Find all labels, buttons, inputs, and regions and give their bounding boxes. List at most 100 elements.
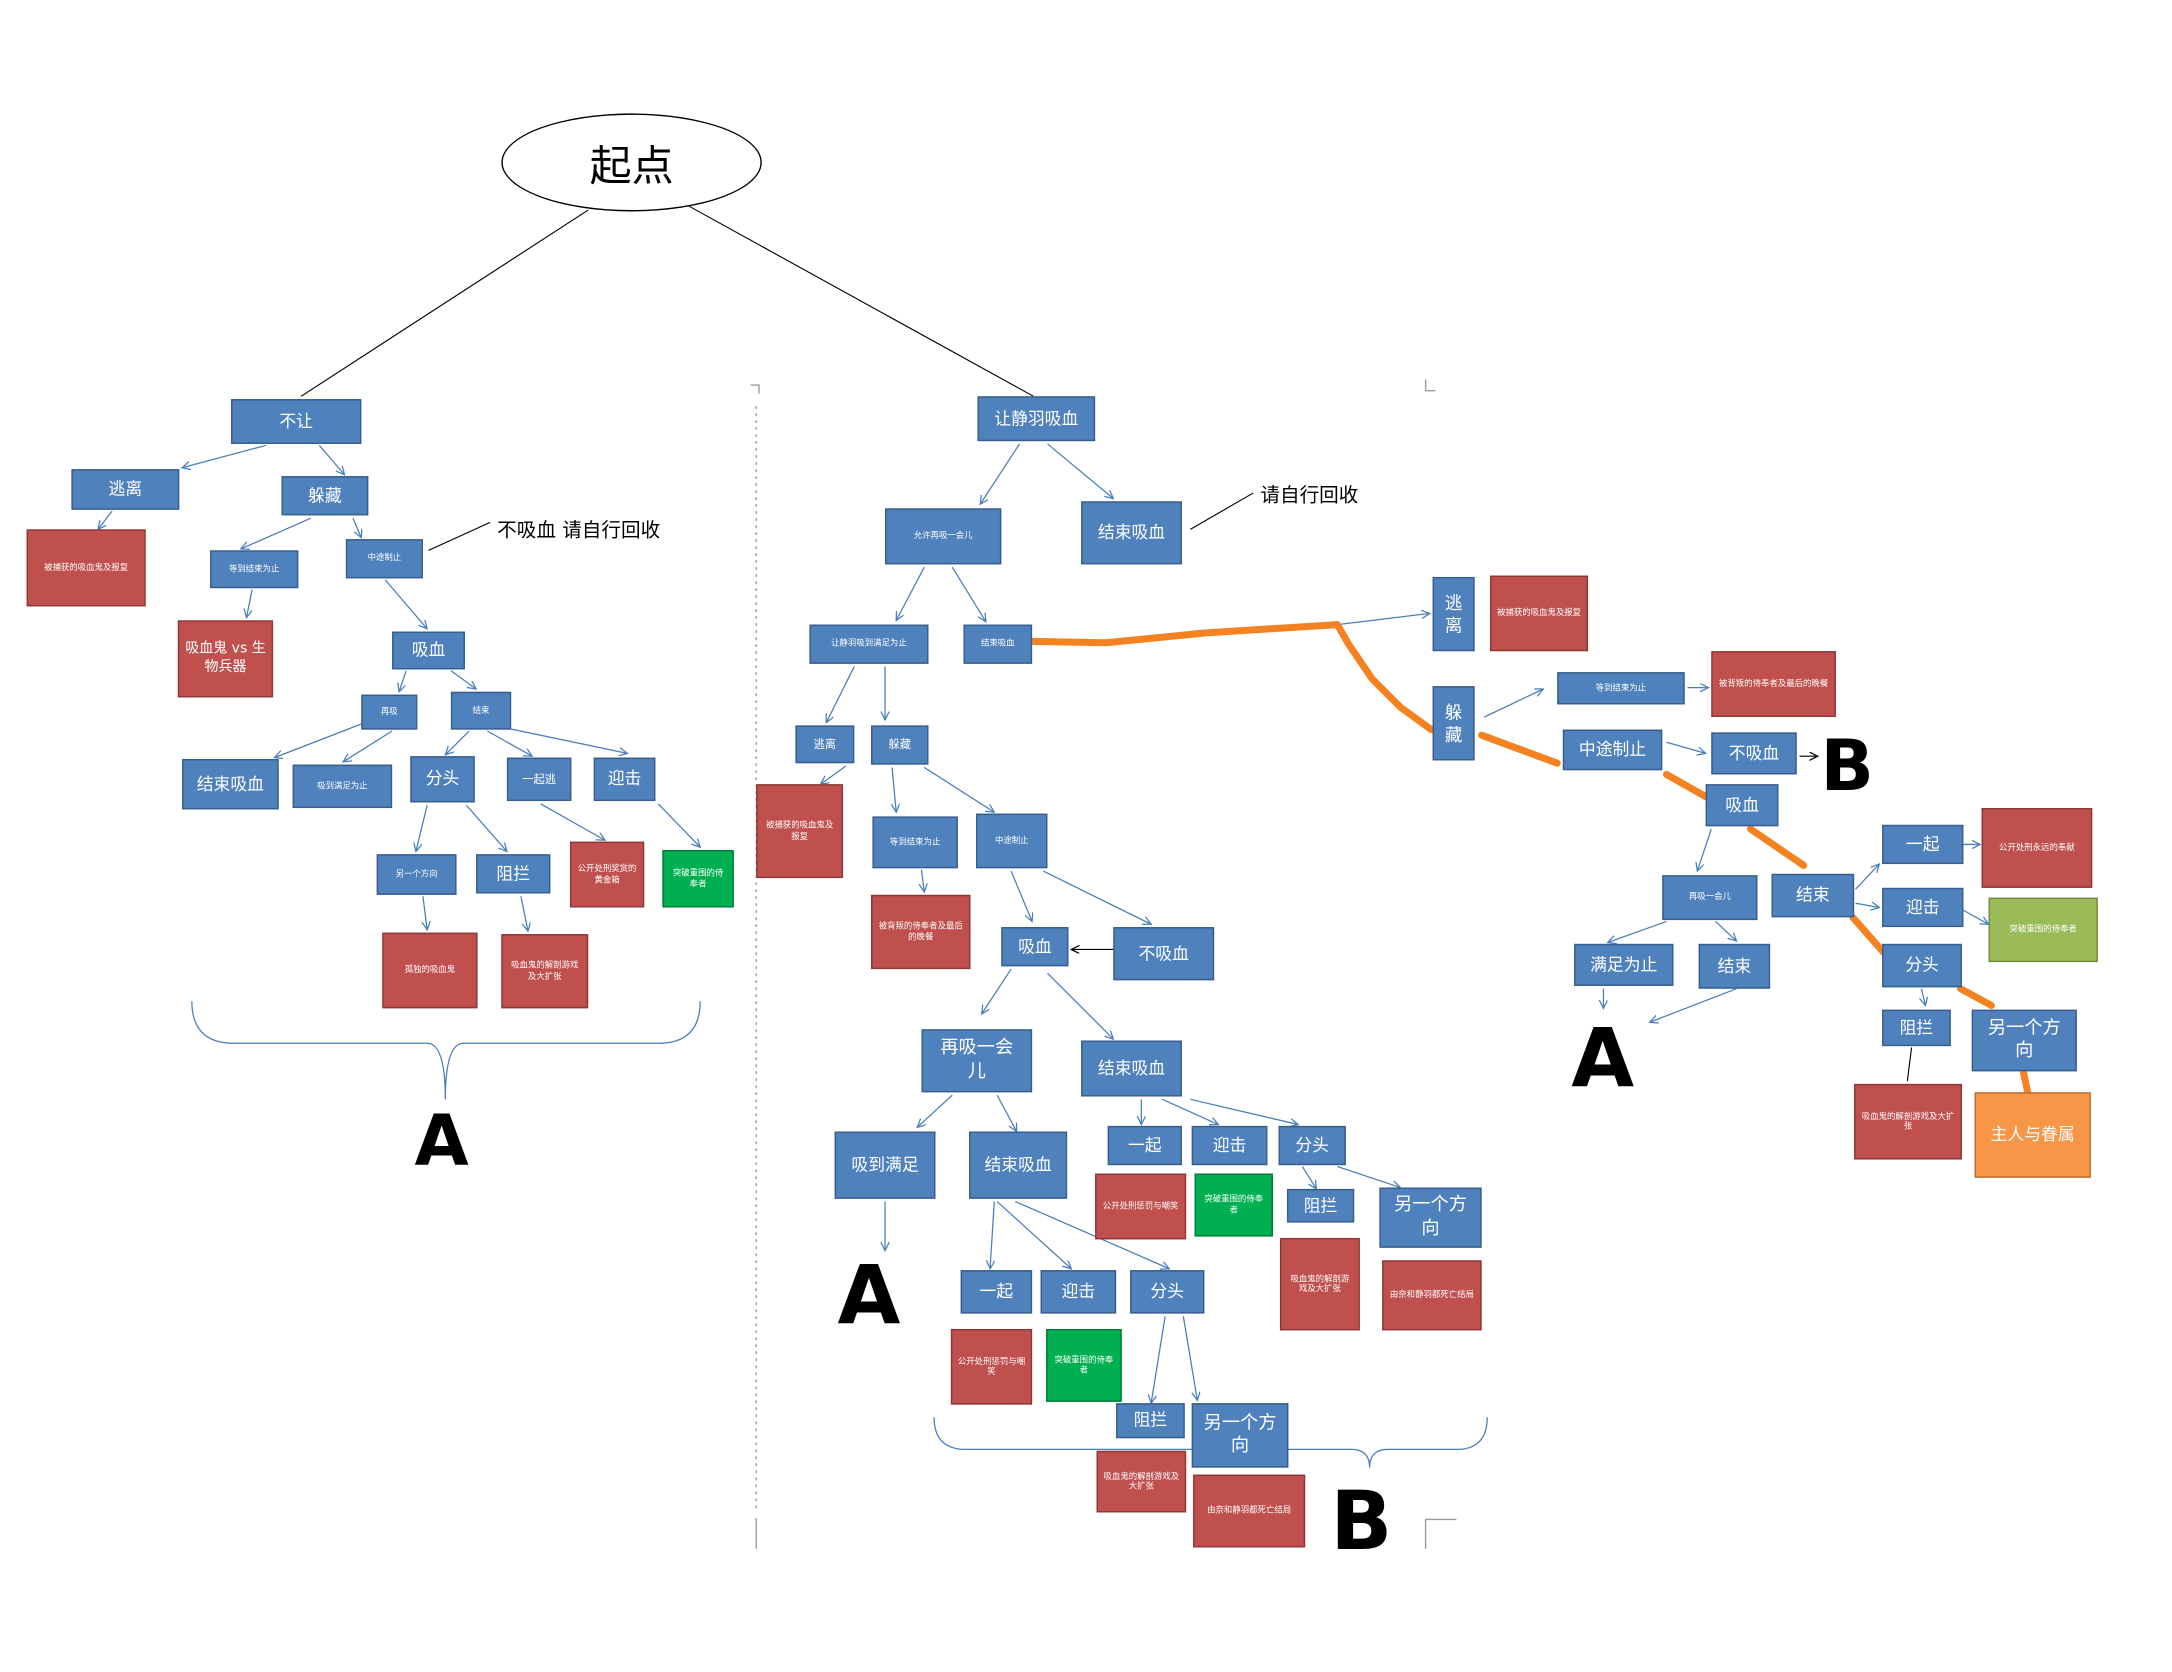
arrow: [896, 566, 925, 620]
node-right-flee: 逃离: [1432, 576, 1475, 652]
marker-a-middle: A: [837, 1247, 901, 1343]
node-mid-b-other-way: 另一个方向: [1379, 1187, 1482, 1248]
node-mid-a-together: 一起: [960, 1270, 1033, 1314]
node-mid-a-other-way: 另一个方向: [1191, 1403, 1289, 1468]
result-mid-a-block: 吸血鬼的解剖游戏及大扩张: [1096, 1450, 1187, 1513]
node-right-split: 分头: [1882, 943, 1962, 988]
highlight-route-segment: [1746, 825, 1808, 869]
arrow: [951, 566, 986, 622]
arrow: [1337, 613, 1429, 626]
arrow: [821, 765, 847, 784]
node-mid-no-suck: 不吸血: [1113, 927, 1215, 981]
highlight-route-segment: [1957, 985, 1995, 1009]
result-mid-b-block: 吸血鬼的解剖游戏及大扩张: [1279, 1237, 1360, 1331]
page-corner-mark: [1424, 379, 1436, 392]
arrow: [1855, 864, 1880, 890]
result-mid-b-together: 公开处刑惩罚与嘲笑: [1095, 1173, 1187, 1240]
arrow: [416, 805, 428, 851]
result-right-block: 吸血鬼的解剖游戏及大扩张: [1854, 1083, 1962, 1160]
node-mid-allow-more: 允许再吸一会儿: [885, 508, 1002, 565]
node-left-wait: 等到结束为止: [210, 550, 299, 589]
arrow: [1162, 1098, 1218, 1124]
arrow: [274, 723, 362, 758]
arrow: [1043, 870, 1151, 924]
arrow: [1484, 689, 1543, 718]
arrow: [982, 968, 1012, 1014]
start-node: 起点: [501, 113, 762, 212]
brace-left: [191, 1001, 701, 1100]
node-left-flee-together: 一起逃: [506, 757, 572, 802]
result-mid-b-other-way: 由奈和静羽都死亡结局: [1382, 1260, 1482, 1331]
arrow: [1608, 920, 1667, 942]
marker-a-left: A: [414, 1100, 469, 1182]
node-mid-end-suck: 结束吸血: [1081, 501, 1182, 565]
arrow: [241, 517, 312, 549]
result-mid-wait: 被背叛的侍奉者及最后的晚餐: [871, 894, 971, 970]
arrow: [657, 803, 700, 847]
node-mid-end-suck-4: 结束吸血: [969, 1131, 1068, 1199]
node-right-together: 一起: [1882, 824, 1964, 865]
highlight-route: [1028, 621, 1435, 734]
brace-middle: [933, 1417, 1488, 1468]
page-corner-mark: [1424, 1518, 1457, 1549]
result-mid-flee: 被捕获的吸血鬼及报复: [756, 784, 844, 879]
node-left-stop: 中途制止: [345, 539, 423, 579]
arrow: [1650, 988, 1737, 1023]
arrow: [520, 896, 528, 931]
node-mid-until-full: 让静羽吸到满足为止: [809, 624, 929, 664]
arrow: [318, 444, 344, 474]
node-left-no: 不让: [231, 399, 362, 444]
arrow: [1015, 1200, 1169, 1269]
arrow: [990, 1201, 995, 1269]
node-right-stop: 中途制止: [1562, 729, 1663, 771]
highlight-route-segment: [1478, 731, 1561, 767]
result-left-flee: 被捕获的吸血鬼及报复: [26, 529, 146, 607]
page-corner-mark: [750, 384, 760, 394]
node-mid-hide: 躲藏: [871, 725, 929, 765]
arrow: [1301, 1166, 1316, 1189]
node-mid-end-suck-2: 结束吸血: [963, 624, 1033, 664]
arrow: [246, 589, 253, 618]
node-mid-flee: 逃离: [795, 725, 855, 764]
node-mid-suck: 吸血: [1001, 927, 1069, 967]
node-mid-b-fight: 迎击: [1191, 1125, 1268, 1166]
node-left-end: 结束: [450, 691, 512, 730]
arrow: [826, 666, 855, 723]
arrow: [1151, 1316, 1166, 1403]
arrow: [1963, 909, 1988, 924]
node-right-fight: 迎击: [1882, 887, 1964, 928]
node-right-end: 结束: [1771, 873, 1855, 918]
node-left-end-suck: 结束吸血: [182, 759, 279, 810]
arrow: [352, 517, 361, 538]
node-mid-a-block: 阻拦: [1116, 1403, 1185, 1439]
result-mid-a-fight: 突破重围的侍奉者: [1046, 1328, 1122, 1402]
node-left-hide: 躲藏: [281, 476, 369, 516]
arrow: [182, 444, 267, 467]
note-line-left: [428, 521, 491, 551]
node-right-full: 满足为止: [1574, 943, 1674, 986]
result-right-wait: 被背叛的侍奉者及最后的晚餐: [1711, 651, 1836, 718]
arrow: [506, 727, 627, 753]
arrow: [917, 1094, 953, 1127]
node-mid-end-suck-3: 结束吸血: [1081, 1040, 1182, 1097]
arrow: [1047, 972, 1113, 1039]
note-left: 不吸血 请自行回收: [497, 519, 661, 542]
arrow: [892, 767, 896, 812]
arrow: [399, 670, 407, 692]
arrow: [1666, 741, 1705, 753]
arrow: [921, 869, 924, 892]
arrow: [1855, 903, 1880, 907]
result-left-together: 公开处刑奖赏的黄金箱: [569, 841, 645, 908]
arrow: [996, 1201, 1071, 1269]
arrow: [450, 670, 476, 689]
node-left-fight: 迎击: [593, 757, 656, 802]
node-mid-stop: 中途制止: [976, 813, 1048, 869]
arrow: [980, 443, 1021, 504]
result-left-wait: 吸血鬼 vs 生物兵器: [177, 620, 274, 698]
node-left-block: 阻拦: [476, 854, 551, 894]
arrow: [1190, 1098, 1298, 1124]
arrow: [445, 730, 470, 755]
node-mid-let-suck: 让静羽吸血: [977, 396, 1096, 442]
node-left-flee: 逃离: [71, 469, 180, 510]
